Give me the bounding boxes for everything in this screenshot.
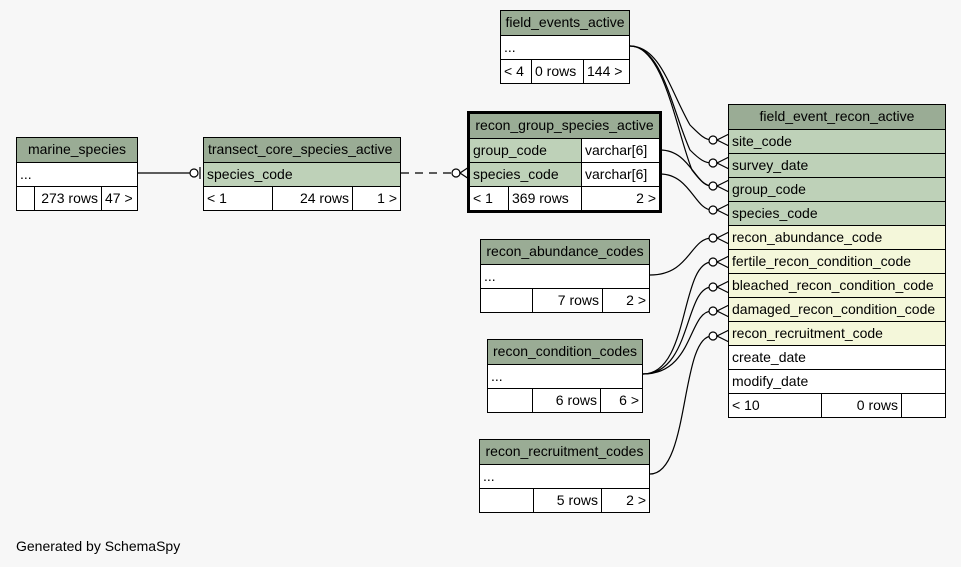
- edge-recruitment: [649, 335, 713, 475]
- table-header: field_event_recon_active: [729, 105, 945, 129]
- crowsfoot-damaged: [708, 304, 730, 318]
- table-header: marine_species: [17, 138, 137, 162]
- crowsfoot-group-species: [451, 166, 470, 180]
- column-bleached-recon-condition-code: bleached_recon_condition_code: [729, 273, 945, 297]
- edge-condition-bleached: [642, 286, 713, 375]
- table-header: recon_group_species_active: [470, 114, 659, 138]
- table-stats-row: < 1 369 rows 2 >: [470, 186, 659, 210]
- table-row: ...: [501, 35, 629, 59]
- crowsfoot-recruitment: [708, 329, 730, 343]
- column-group-code: group_code: [729, 177, 945, 201]
- crowsfoot-survey-date: [708, 156, 730, 170]
- column-species-code: species_code: [729, 201, 945, 225]
- table-stats-row: 7 rows 2 >: [481, 288, 649, 312]
- table-stats-row: < 4 0 rows 144 >: [501, 59, 629, 83]
- column-recon-abundance-code: recon_abundance_code: [729, 225, 945, 249]
- table-field-events-active[interactable]: field_events_active ... < 4 0 rows 144 >: [500, 10, 630, 84]
- table-header: recon_recruitment_codes: [480, 440, 649, 464]
- crowsfoot-bleached: [708, 280, 730, 294]
- marker-transect-one: [189, 167, 201, 179]
- crowsfoot-species-code: [708, 203, 730, 217]
- crowsfoot-group-code: [708, 179, 730, 193]
- column-modify-date: modify_date: [729, 369, 945, 393]
- edge-condition-damaged: [642, 310, 713, 375]
- edge-group-species-species: [659, 173, 713, 211]
- table-recon-condition-codes[interactable]: recon_condition_codes ... 6 rows 6 >: [487, 339, 643, 413]
- edge-group-species-group: [659, 149, 713, 187]
- table-header: recon_condition_codes: [488, 340, 642, 364]
- table-header: transect_core_species_active: [204, 138, 400, 162]
- edge-abundance: [649, 237, 713, 276]
- column-damaged-recon-condition-code: damaged_recon_condition_code: [729, 297, 945, 321]
- table-stats-row: < 1 24 rows 1 >: [204, 186, 400, 210]
- table-stats-row: 273 rows 47 >: [17, 186, 137, 210]
- column-group-code: group_code varchar[6]: [470, 138, 659, 162]
- table-stats-row: < 10 0 rows: [729, 393, 945, 417]
- table-marine-species[interactable]: marine_species ... 273 rows 47 >: [16, 137, 138, 211]
- table-field-event-recon-active[interactable]: field_event_recon_active site_code surve…: [728, 104, 946, 418]
- table-row: ...: [480, 464, 649, 488]
- column-site-code: site_code: [729, 129, 945, 153]
- column-species-code: species_code: [204, 162, 400, 186]
- table-header: field_events_active: [501, 11, 629, 35]
- edge-field-events-site: [629, 45, 713, 141]
- table-stats-row: 5 rows 2 >: [480, 488, 649, 512]
- column-recon-recruitment-code: recon_recruitment_code: [729, 321, 945, 345]
- column-survey-date: survey_date: [729, 153, 945, 177]
- table-recon-group-species-active[interactable]: recon_group_species_active group_code va…: [467, 111, 662, 213]
- crowsfoot-abundance: [708, 231, 730, 245]
- column-species-code: species_code varchar[6]: [470, 162, 659, 186]
- edge-field-events-survey: [629, 45, 713, 164]
- column-fertile-recon-condition-code: fertile_recon_condition_code: [729, 249, 945, 273]
- crowsfoot-fertile: [708, 255, 730, 269]
- crowsfoot-site-code: [708, 133, 730, 147]
- table-recon-recruitment-codes[interactable]: recon_recruitment_codes ... 5 rows 2 >: [479, 439, 650, 513]
- table-row: ...: [17, 162, 137, 186]
- edge-condition-fertile: [642, 261, 713, 375]
- table-header: recon_abundance_codes: [481, 240, 649, 264]
- table-recon-abundance-codes[interactable]: recon_abundance_codes ... 7 rows 2 >: [480, 239, 650, 313]
- footer-generated-by: Generated by SchemaSpy: [16, 538, 181, 554]
- table-transect-core-species-active[interactable]: transect_core_species_active species_cod…: [203, 137, 401, 211]
- table-stats-row: 6 rows 6 >: [488, 388, 642, 412]
- table-row: ...: [481, 264, 649, 288]
- table-row: ...: [488, 364, 642, 388]
- column-create-date: create_date: [729, 345, 945, 369]
